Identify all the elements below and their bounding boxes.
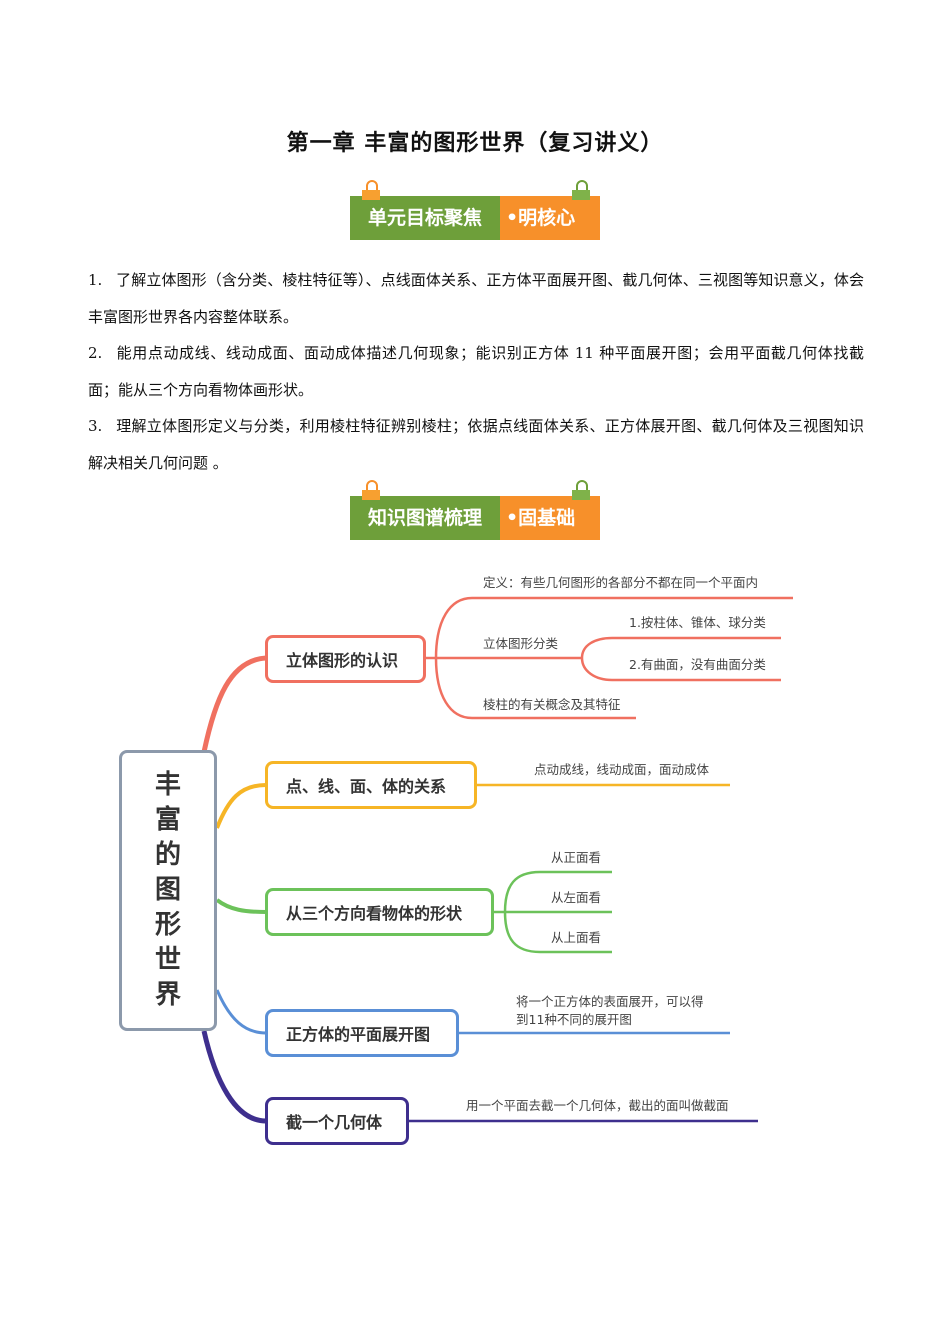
objective-item: 3.理解立体图形定义与分类，利用棱柱特征辨别棱柱；依据点线面体关系、正方体展开图… — [88, 417, 864, 472]
root-char: 的 — [154, 840, 181, 870]
root-char: 世 — [154, 945, 181, 975]
root-node[interactable]: 丰 富 的 图 形 世 界 — [119, 750, 217, 1031]
binder-clip-icon — [362, 180, 380, 200]
section-banner-goals: 单元目标聚焦 •明核心 — [350, 180, 600, 240]
mind-map: 丰 富 的 图 形 世 界 立体图形的认识 点、线、面、体的关系 从三个方向看物… — [0, 560, 950, 1160]
leaf-classify-by-surface[interactable]: 2.有曲面，没有曲面分类 — [629, 657, 766, 672]
root-char: 形 — [154, 910, 181, 940]
leaf-prism-features[interactable]: 棱柱的有关概念及其特征 — [483, 697, 621, 712]
leaf-front-view[interactable]: 从正面看 — [551, 850, 602, 865]
branch-node-cross-section[interactable]: 截一个几何体 — [265, 1097, 409, 1145]
mind-map-connectors — [201, 596, 793, 1124]
leaf-cube-net-desc-1[interactable]: 将一个正方体的表面展开，可以得 — [516, 994, 704, 1009]
leaf-left-view[interactable]: 从左面看 — [551, 890, 602, 905]
binder-clip-icon — [362, 480, 380, 500]
branch-node-point-line-plane[interactable]: 点、线、面、体的关系 — [265, 761, 477, 809]
leaf-top-view[interactable]: 从上面看 — [551, 930, 602, 945]
binder-clip-icon — [572, 180, 590, 200]
banner-map-label: 知识图谱梳理 — [350, 496, 500, 540]
leaf-motion[interactable]: 点动成线，线动成面，面动成体 — [534, 762, 710, 777]
root-char: 富 — [154, 805, 181, 835]
leaf-classify-by-type[interactable]: 1.按柱体、锥体、球分类 — [629, 615, 766, 630]
objectives-list: 1.了解立体图形（含分类、棱柱特征等）、点线面体关系、正方体平面展开图、截几何体… — [88, 262, 864, 481]
banner-map-tag: •固基础 — [500, 496, 600, 540]
branch-node-cube-nets[interactable]: 正方体的平面展开图 — [265, 1009, 459, 1057]
root-char: 图 — [154, 875, 181, 905]
objective-item: 2.能用点动成线、线动成面、面动成体描述几何现象；能识别正方体 11 种平面展开… — [88, 344, 864, 399]
branch-node-solid-figures[interactable]: 立体图形的认识 — [265, 635, 426, 683]
leaf-classification[interactable]: 立体图形分类 — [483, 636, 559, 651]
root-char: 丰 — [154, 770, 181, 800]
root-char: 界 — [154, 980, 181, 1010]
leaf-cross-section-def[interactable]: 用一个平面去截一个几何体，截出的面叫做截面 — [466, 1098, 729, 1113]
objective-item: 1.了解立体图形（含分类、棱柱特征等）、点线面体关系、正方体平面展开图、截几何体… — [88, 271, 864, 326]
banner-goals-tag: •明核心 — [500, 196, 600, 240]
section-banner-knowledge-map: 知识图谱梳理 •固基础 — [350, 480, 600, 540]
leaf-definition[interactable]: 定义：有些几何图形的各部分不都在同一个平面内 — [483, 575, 759, 590]
banner-goals-label: 单元目标聚焦 — [350, 196, 500, 240]
leaf-cube-net-desc-2[interactable]: 到11种不同的展开图 — [516, 1012, 632, 1027]
branch-node-three-views[interactable]: 从三个方向看物体的形状 — [265, 888, 494, 936]
page-title: 第一章 丰富的图形世界（复习讲义） — [286, 131, 664, 156]
binder-clip-icon — [572, 480, 590, 500]
